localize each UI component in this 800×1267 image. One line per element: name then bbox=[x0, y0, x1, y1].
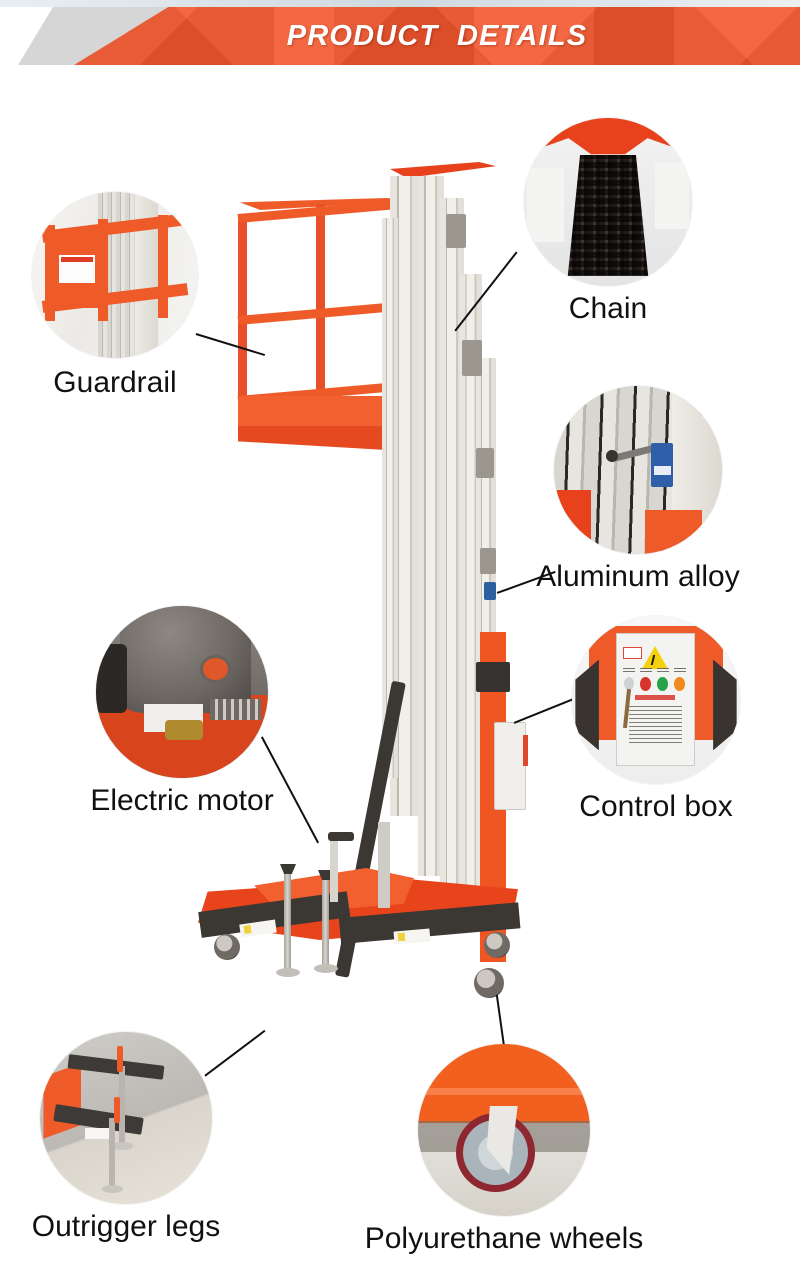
mast-section-0 bbox=[382, 218, 398, 778]
warning-triangle-icon bbox=[642, 645, 669, 669]
mast-section-2 bbox=[418, 176, 444, 876]
mast-bracket-top bbox=[446, 214, 466, 248]
callout-label-polyurethane-wheels: Polyurethane wheels bbox=[364, 1222, 644, 1255]
base-handle bbox=[328, 832, 354, 902]
chain-photo bbox=[524, 118, 692, 286]
mast-limit-switch bbox=[484, 582, 496, 600]
electric-motor-photo bbox=[96, 606, 268, 778]
guardrail-photo-mast2 bbox=[134, 192, 159, 358]
polyurethane-wheels-photo bbox=[418, 1044, 590, 1216]
base-tower-post bbox=[378, 822, 390, 908]
motor-photo-housing bbox=[120, 606, 251, 713]
outrigger-photo-handle-back bbox=[117, 1045, 124, 1072]
guardrail-post-left bbox=[238, 214, 247, 414]
banner-orange-shape: PRODUCT DETAILS bbox=[74, 7, 800, 65]
outrigger-photo-jack-back bbox=[119, 1066, 126, 1146]
outrigger-photo-orange-base bbox=[43, 1062, 82, 1139]
callout-guardrail: Guardrail bbox=[32, 192, 198, 398]
caster-rear-left bbox=[214, 934, 240, 960]
callout-label-guardrail: Guardrail bbox=[53, 366, 177, 399]
mast-bracket-low bbox=[476, 448, 494, 478]
control-box-photo-instructions bbox=[629, 703, 682, 743]
key-switch-icon bbox=[623, 677, 634, 691]
outrigger-knob-right bbox=[318, 870, 334, 880]
telescoping-mast bbox=[334, 162, 528, 978]
callout-label-electric-motor: Electric motor bbox=[90, 784, 274, 817]
guardrail-photo-sticker bbox=[58, 255, 96, 284]
callout-aluminum-alloy: Aluminum alloy bbox=[536, 386, 740, 592]
base-warning-sticker-right bbox=[393, 928, 431, 945]
outrigger-foot-left bbox=[276, 968, 300, 977]
control-box-photo-panel bbox=[615, 632, 695, 766]
callout-control-box: Control box bbox=[572, 616, 740, 822]
guardrail-photo-post-m bbox=[98, 218, 109, 322]
control-box-photo-red-text bbox=[635, 695, 676, 700]
chain-photo-white-right bbox=[655, 161, 689, 229]
callout-label-outrigger-legs: Outrigger legs bbox=[31, 1210, 221, 1243]
control-box-photo-text-3 bbox=[656, 667, 670, 672]
guardrail-post-mid bbox=[316, 204, 325, 404]
callout-chain: Chain bbox=[524, 118, 692, 324]
caster-front-right bbox=[474, 968, 504, 998]
control-box-photo-dark-right bbox=[713, 659, 737, 751]
callout-label-aluminum-alloy: Aluminum alloy bbox=[536, 560, 740, 593]
motor-photo-brass-fitting bbox=[164, 719, 203, 741]
control-box-photo-text-1 bbox=[622, 667, 636, 672]
base-chassis bbox=[198, 850, 548, 1010]
red-stop-button bbox=[639, 677, 652, 692]
outrigger-photo-foot-front bbox=[101, 1185, 123, 1193]
control-box-photo bbox=[572, 616, 740, 784]
platform-floor-face bbox=[238, 396, 410, 426]
aluminum-photo-orange-right bbox=[644, 510, 702, 554]
guardrail-photo bbox=[32, 192, 198, 358]
aluminum-photo-orange-left bbox=[554, 490, 591, 554]
outrigger-legs-photo bbox=[40, 1032, 212, 1204]
chain-photo-chains bbox=[567, 154, 649, 276]
control-box-photo-text-4 bbox=[673, 667, 687, 672]
caster-rear-right bbox=[484, 932, 510, 958]
orange-down-button bbox=[673, 677, 686, 692]
control-box-photo-text-2 bbox=[639, 667, 653, 672]
outrigger-foot-right bbox=[314, 964, 338, 973]
page-title: PRODUCT DETAILS bbox=[286, 19, 588, 52]
outrigger-photo-foot-back bbox=[112, 1142, 133, 1150]
control-box-photo-dark-left bbox=[575, 659, 599, 751]
motor-photo-orange-cap bbox=[202, 657, 229, 680]
outrigger-jack-right bbox=[322, 880, 329, 966]
outrigger-photo-handle-front bbox=[113, 1097, 120, 1124]
outrigger-knob-left bbox=[280, 864, 296, 874]
aluminum-alloy-photo bbox=[554, 386, 722, 554]
control-box-photo-label-tag bbox=[622, 646, 642, 660]
outrigger-photo-jack-front bbox=[108, 1118, 115, 1191]
banner-top-gradient-line bbox=[0, 0, 800, 7]
motor-photo-chain bbox=[209, 698, 262, 720]
mast-bracket-mid bbox=[462, 340, 482, 376]
callout-polyurethane-wheels: Polyurethane wheels bbox=[365, 1044, 643, 1254]
outrigger-jack-left bbox=[284, 874, 291, 970]
callout-outrigger-legs: Outrigger legs bbox=[32, 1032, 220, 1242]
callout-electric-motor: Electric motor bbox=[90, 606, 274, 816]
callout-label-chain: Chain bbox=[568, 292, 648, 325]
mast-bracket-lower bbox=[480, 548, 496, 574]
control-box-on-mast bbox=[494, 722, 528, 810]
chain-photo-white-left bbox=[527, 168, 565, 243]
guardrail-photo-post-r bbox=[158, 215, 169, 319]
connector-line-outrigger bbox=[204, 1030, 266, 1077]
motor-photo-dark-block bbox=[96, 643, 127, 713]
page-header-banner: PRODUCT DETAILS bbox=[0, 0, 800, 70]
guardrail-photo-post-l bbox=[45, 225, 56, 322]
outrigger-photo-sticker bbox=[84, 1128, 109, 1139]
mast-junction-block bbox=[476, 662, 510, 692]
callout-label-control-box: Control box bbox=[579, 790, 733, 823]
aluminum-photo-pivot bbox=[606, 449, 618, 462]
aluminum-photo-limit-switch bbox=[651, 443, 674, 487]
green-up-button bbox=[656, 677, 669, 692]
product-illustration bbox=[180, 150, 600, 1020]
